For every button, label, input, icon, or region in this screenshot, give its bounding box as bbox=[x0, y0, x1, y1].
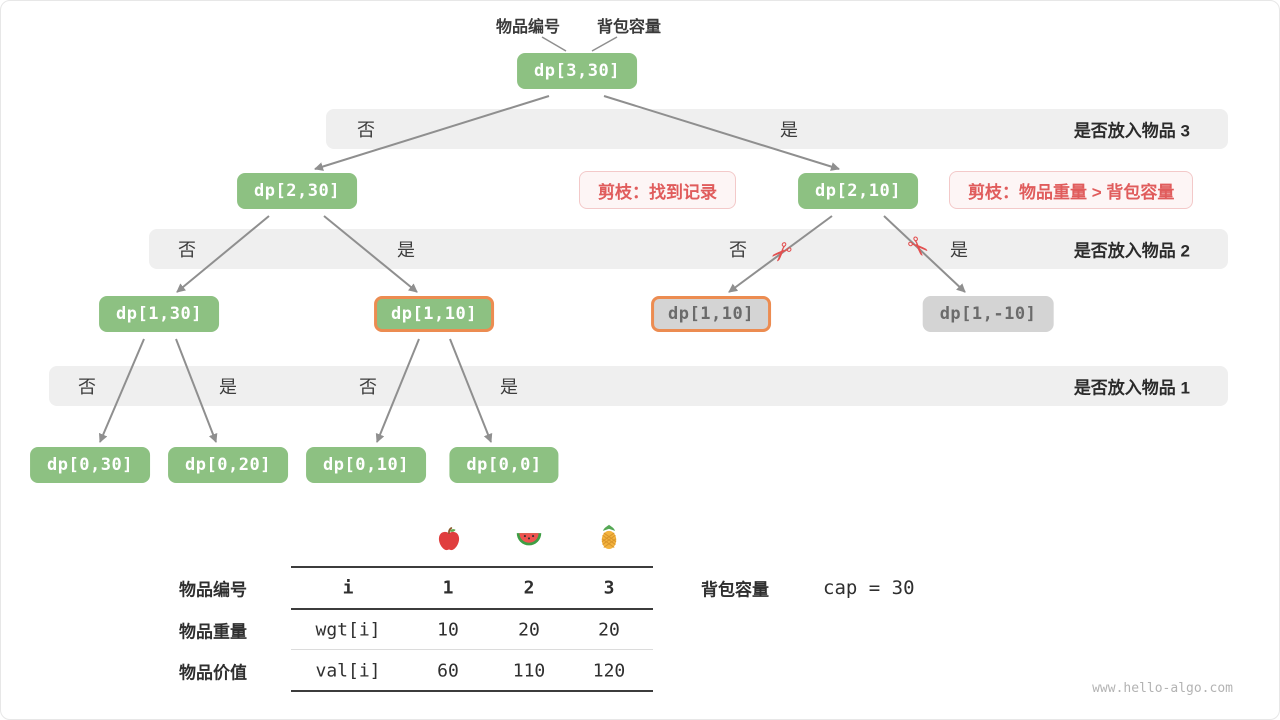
item-index-header-label: 物品编号 bbox=[495, 19, 561, 36]
choice-yes-item1-left: 是 bbox=[219, 377, 237, 397]
cell-i: i bbox=[342, 577, 354, 599]
cell-val: val[i] bbox=[315, 660, 381, 682]
pineapple-icon bbox=[595, 523, 623, 551]
choice-no-item2-left: 否 bbox=[178, 240, 196, 260]
choice-no-item2-right: 否 bbox=[729, 240, 747, 260]
choice-yes-item1-right: 是 bbox=[500, 377, 518, 397]
cell-wgt: wgt[i] bbox=[315, 619, 381, 641]
apple-icon bbox=[435, 525, 463, 553]
node-dp-1-10-memo: dp[1,10] bbox=[651, 296, 771, 332]
level-band-item-1: 否 是 否 是 是否放入物品 1 bbox=[49, 366, 1228, 406]
table-rule-mid bbox=[291, 649, 653, 650]
pointer-line-capacity bbox=[591, 36, 618, 52]
choice-yes-item2-left: 是 bbox=[397, 240, 415, 260]
cell-i1: 1 bbox=[442, 577, 454, 599]
node-dp-1-30: dp[1,30] bbox=[99, 296, 219, 332]
choice-no-item1-right: 否 bbox=[359, 377, 377, 397]
level-band-item-2: 否 是 否 是 是否放入物品 2 bbox=[149, 229, 1228, 269]
table-rule-top bbox=[291, 566, 653, 568]
band-label-item1: 是否放入物品 1 bbox=[1073, 378, 1190, 398]
node-dp-1-neg10: dp[1,-10] bbox=[922, 296, 1054, 332]
cell-wgt-2: 20 bbox=[518, 619, 540, 641]
capacity-note-label: 背包容量 bbox=[701, 580, 769, 600]
cell-i2: 2 bbox=[523, 577, 535, 599]
capacity-header-label: 背包容量 bbox=[596, 19, 662, 36]
node-dp-3-30: dp[3,30] bbox=[517, 53, 637, 89]
choice-yes-item3: 是 bbox=[780, 120, 798, 140]
node-dp-0-10: dp[0,10] bbox=[306, 447, 426, 483]
row-label-item-index: 物品编号 bbox=[179, 580, 247, 600]
band-label-item3: 是否放入物品 3 bbox=[1073, 121, 1190, 141]
node-dp-0-30: dp[0,30] bbox=[30, 447, 150, 483]
row-label-item-value: 物品价值 bbox=[179, 663, 247, 683]
choice-no-item3: 否 bbox=[357, 120, 375, 140]
capacity-note-value: cap = 30 bbox=[823, 577, 915, 599]
node-dp-0-0: dp[0,0] bbox=[449, 447, 559, 483]
choice-no-item1-left: 否 bbox=[78, 377, 96, 397]
cell-i3: 3 bbox=[603, 577, 615, 599]
node-dp-2-10: dp[2,10] bbox=[798, 173, 918, 209]
table-rule-bottom bbox=[291, 690, 653, 692]
band-label-item2: 是否放入物品 2 bbox=[1073, 241, 1190, 261]
watermelon-icon bbox=[515, 525, 543, 553]
node-dp-0-20: dp[0,20] bbox=[168, 447, 288, 483]
table-rule-header bbox=[291, 608, 653, 610]
pointer-line-item-index bbox=[541, 36, 567, 52]
cell-val-1: 60 bbox=[437, 660, 459, 682]
cell-val-3: 120 bbox=[592, 660, 626, 682]
prune-weight-exceeds-label: 剪枝：物品重量 > 背包容量 bbox=[949, 171, 1194, 209]
watermark: www.hello-algo.com bbox=[1092, 681, 1233, 696]
prune-found-record-label: 剪枝：找到记录 bbox=[579, 171, 736, 209]
cell-val-2: 110 bbox=[512, 660, 546, 682]
choice-yes-item2-right: 是 bbox=[950, 240, 968, 260]
node-dp-1-10-highlight: dp[1,10] bbox=[374, 296, 494, 332]
node-dp-2-30: dp[2,30] bbox=[237, 173, 357, 209]
row-label-item-weight: 物品重量 bbox=[179, 622, 247, 642]
cell-wgt-1: 10 bbox=[437, 619, 459, 641]
cell-wgt-3: 20 bbox=[598, 619, 620, 641]
level-band-item-3: 否 是 是否放入物品 3 bbox=[326, 109, 1228, 149]
